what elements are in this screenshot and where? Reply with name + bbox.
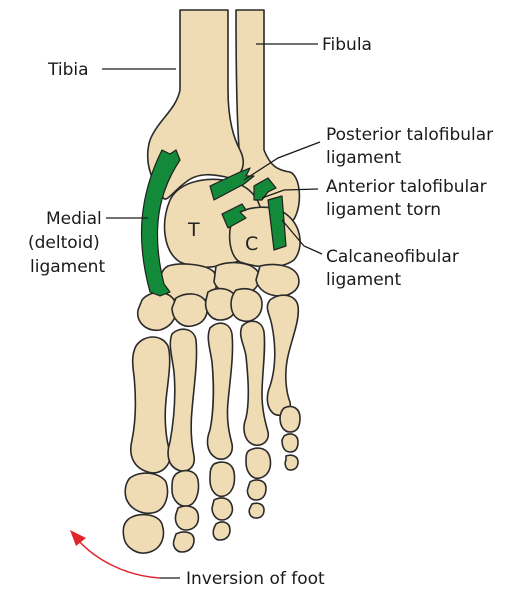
anterior-talofibular-label-line2: ligament torn — [326, 200, 441, 220]
posterior-talofibular-label-line2: ligament — [326, 148, 401, 168]
inversion-label: Inversion of foot — [186, 569, 325, 589]
anterior-talofibular-label-line1: Anterior talofibular — [326, 177, 487, 197]
arrowhead-icon — [70, 530, 86, 546]
talus-letter: T — [187, 219, 200, 241]
medial-label-line2: (deltoid) — [28, 233, 100, 253]
calcaneus-letter: C — [245, 233, 258, 255]
tibia-label: Tibia — [47, 60, 89, 80]
calcaneofibular-label-line2: ligament — [326, 270, 401, 290]
medial-label-line3: ligament — [30, 257, 105, 277]
calcaneofibular-label-line1: Calcaneofibular — [326, 247, 459, 267]
fibula-label: Fibula — [322, 35, 372, 55]
posterior-talofibular-label-line1: Posterior talofibular — [326, 125, 493, 145]
medial-label-line1: Medial — [46, 209, 102, 229]
